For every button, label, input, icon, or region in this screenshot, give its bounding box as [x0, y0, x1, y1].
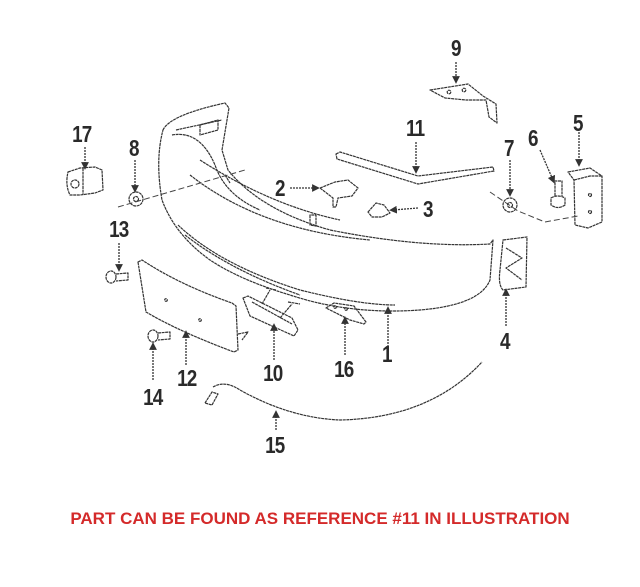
callout-3: 3 [423, 196, 433, 222]
callout-17: 17 [72, 121, 92, 147]
callout-7: 7 [504, 135, 514, 161]
callout-2: 2 [275, 175, 285, 201]
lower-bracket-part [325, 302, 367, 325]
assembly-line-left [117, 169, 246, 208]
callout-5: 5 [573, 110, 583, 136]
callout-9: 9 [451, 35, 461, 61]
side-marker-part [498, 236, 528, 291]
callout-1: 1 [382, 341, 392, 367]
park-lamp-socket-part [66, 166, 104, 196]
callout-14: 14 [143, 384, 163, 410]
license-plate-bracket-part [137, 259, 249, 353]
flange-bolt-part [550, 180, 566, 209]
reference-caption: PART CAN BE FOUND AS REFERENCE #11 IN IL… [70, 509, 570, 528]
assembly-line-right [489, 191, 579, 223]
callout-4: 4 [500, 328, 510, 354]
upper-molding-strip-part [335, 151, 495, 185]
callout-11: 11 [406, 115, 425, 141]
screw-lower-part [147, 329, 171, 343]
fog-lamp-part [242, 287, 301, 337]
side-mounting-bracket-part [567, 167, 603, 229]
callout-16: 16 [334, 356, 354, 382]
callout-12: 12 [177, 365, 197, 391]
callout-6: 6 [528, 125, 538, 151]
nut-left-part [128, 191, 144, 207]
upper-bracket-part [429, 83, 498, 124]
callout-10: 10 [263, 360, 283, 386]
nut-right-part [502, 197, 518, 213]
callout-8: 8 [129, 135, 139, 161]
wiring-harness-part [204, 361, 483, 421]
callout-13: 13 [109, 216, 129, 242]
retainer-clip-part [367, 202, 391, 218]
screw-upper-part [105, 270, 129, 284]
center-bracket-part [319, 179, 359, 208]
callout-15: 15 [265, 432, 285, 458]
bumper-cover-part [158, 102, 494, 312]
